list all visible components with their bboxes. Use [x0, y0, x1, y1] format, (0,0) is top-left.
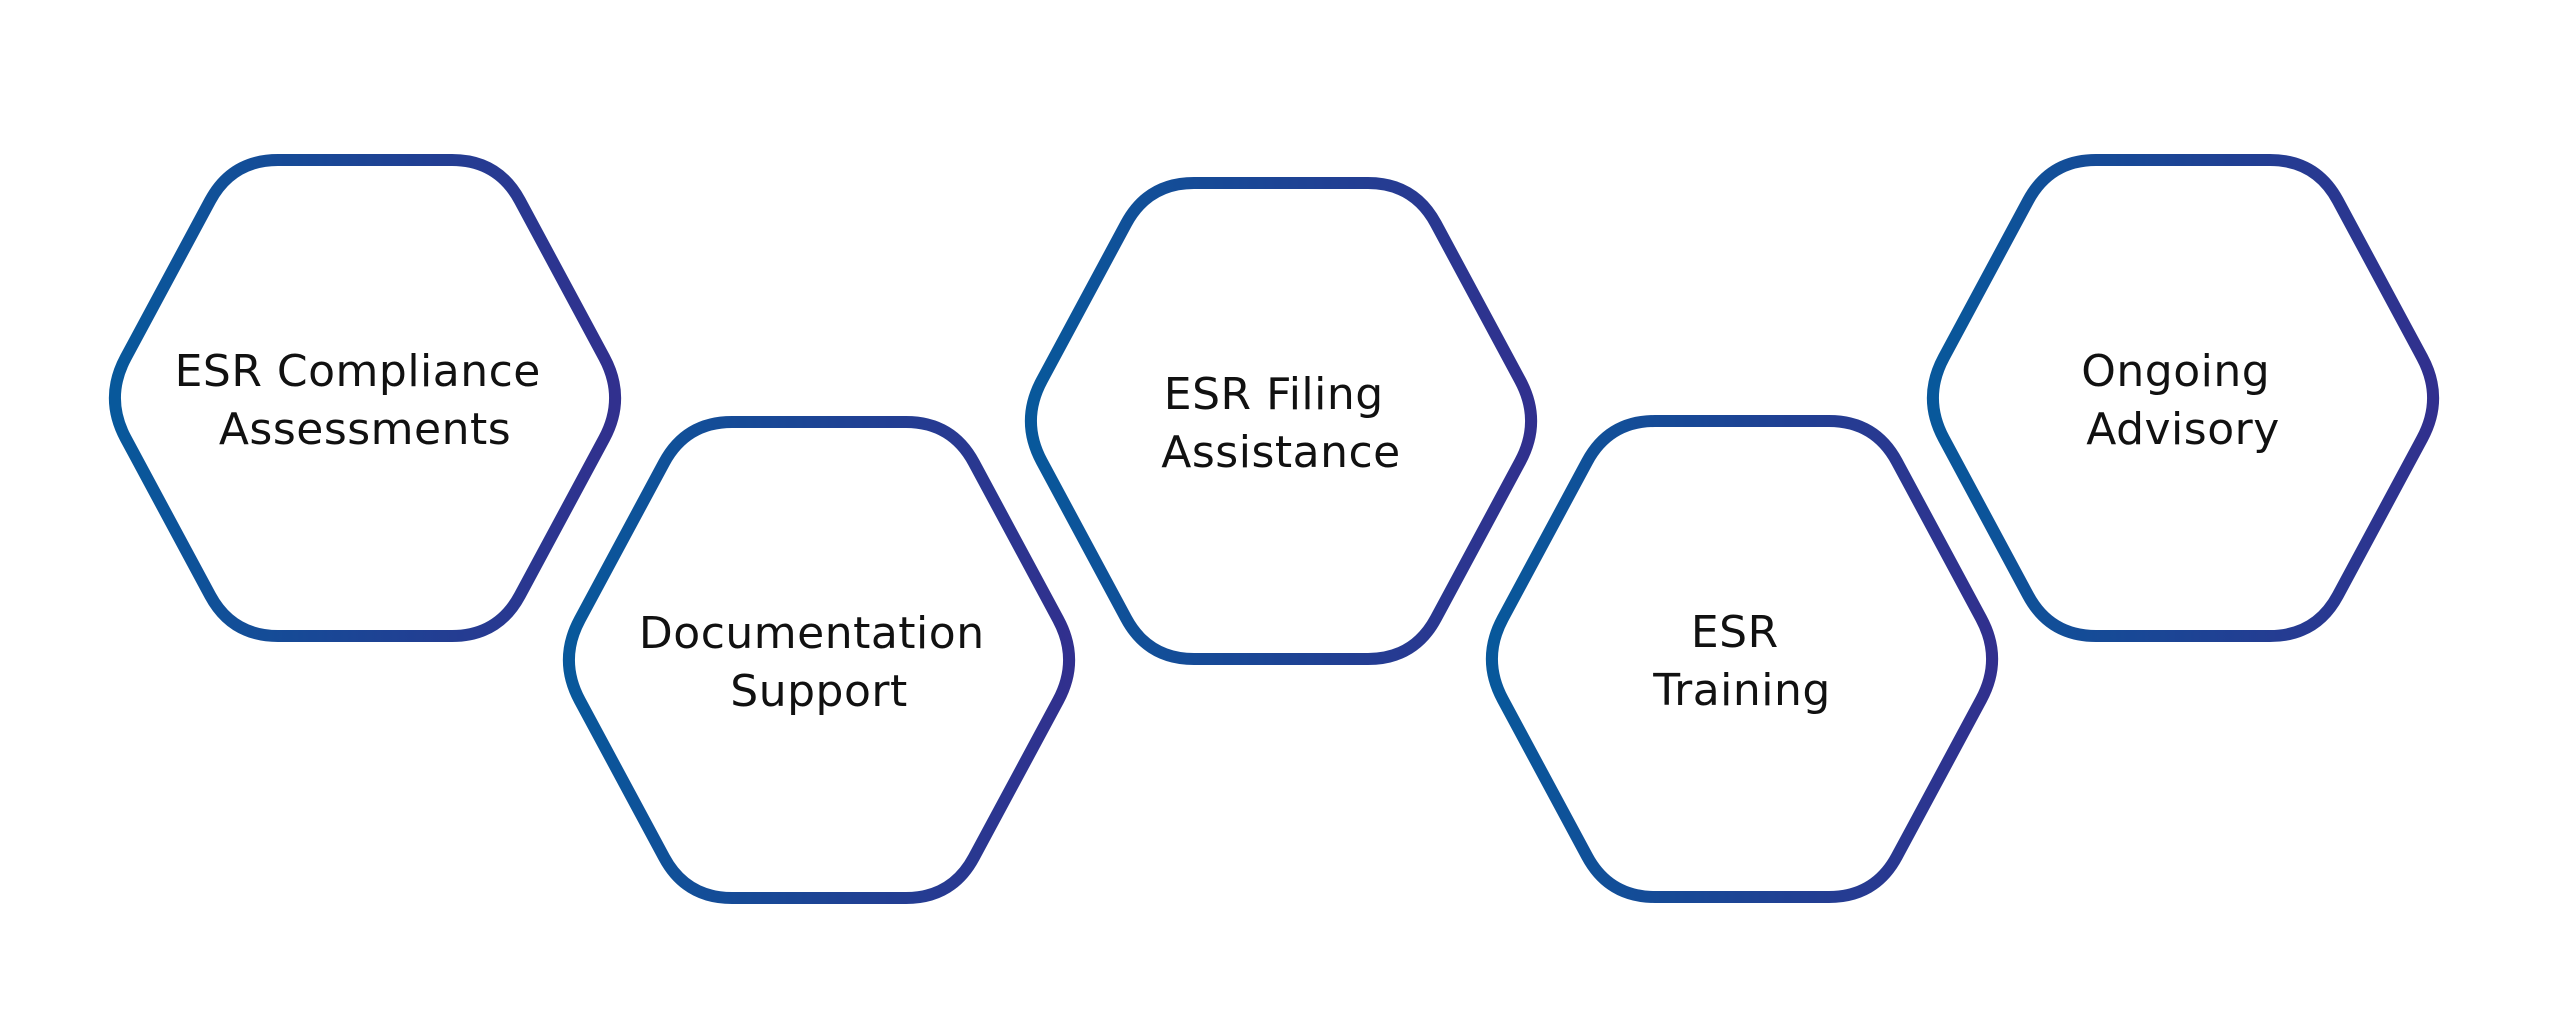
hexagon-label-line: Assistance	[1161, 427, 1400, 478]
hexagon-label: Documentation Support	[639, 608, 999, 717]
hexagon-label: ESR Compliance Assessments	[175, 346, 556, 455]
hexagon-ongoing-advisory: Ongoing Advisory	[1926, 154, 2440, 642]
hexagon-esr-compliance-assessments: ESR Compliance Assessments	[108, 154, 622, 642]
hexagon-shape	[1485, 415, 1999, 903]
hexagon-label-line: ESR	[1691, 607, 1779, 658]
hexagon-label-line: ESR Compliance	[175, 346, 541, 397]
hexagon-label: ESR Training	[1652, 607, 1831, 716]
hexagon-shape	[562, 416, 1076, 904]
hexagon-esr-training: ESR Training	[1485, 415, 1999, 903]
hexagon-label: Ongoing Advisory	[2081, 346, 2284, 455]
hexagon-esr-filing-assistance: ESR Filing Assistance	[1024, 177, 1538, 665]
hexagon-shape	[1926, 154, 2440, 642]
hexagon-label-line: Ongoing	[2081, 346, 2270, 397]
hexagon-shape	[108, 154, 622, 642]
hexagon-label-line: ESR Filing	[1164, 369, 1384, 420]
hexagon-documentation-support: Documentation Support	[562, 416, 1076, 904]
hexagon-label: ESR Filing Assistance	[1161, 369, 1400, 478]
hexagon-label-line: Training	[1652, 665, 1831, 716]
hexagon-label-line: Assessments	[219, 404, 511, 455]
hexagon-label-line: Support	[730, 666, 907, 717]
hexagon-shape	[1024, 177, 1538, 665]
hexagon-label-line: Documentation	[639, 608, 985, 659]
hexagon-label-line: Advisory	[2086, 404, 2280, 455]
